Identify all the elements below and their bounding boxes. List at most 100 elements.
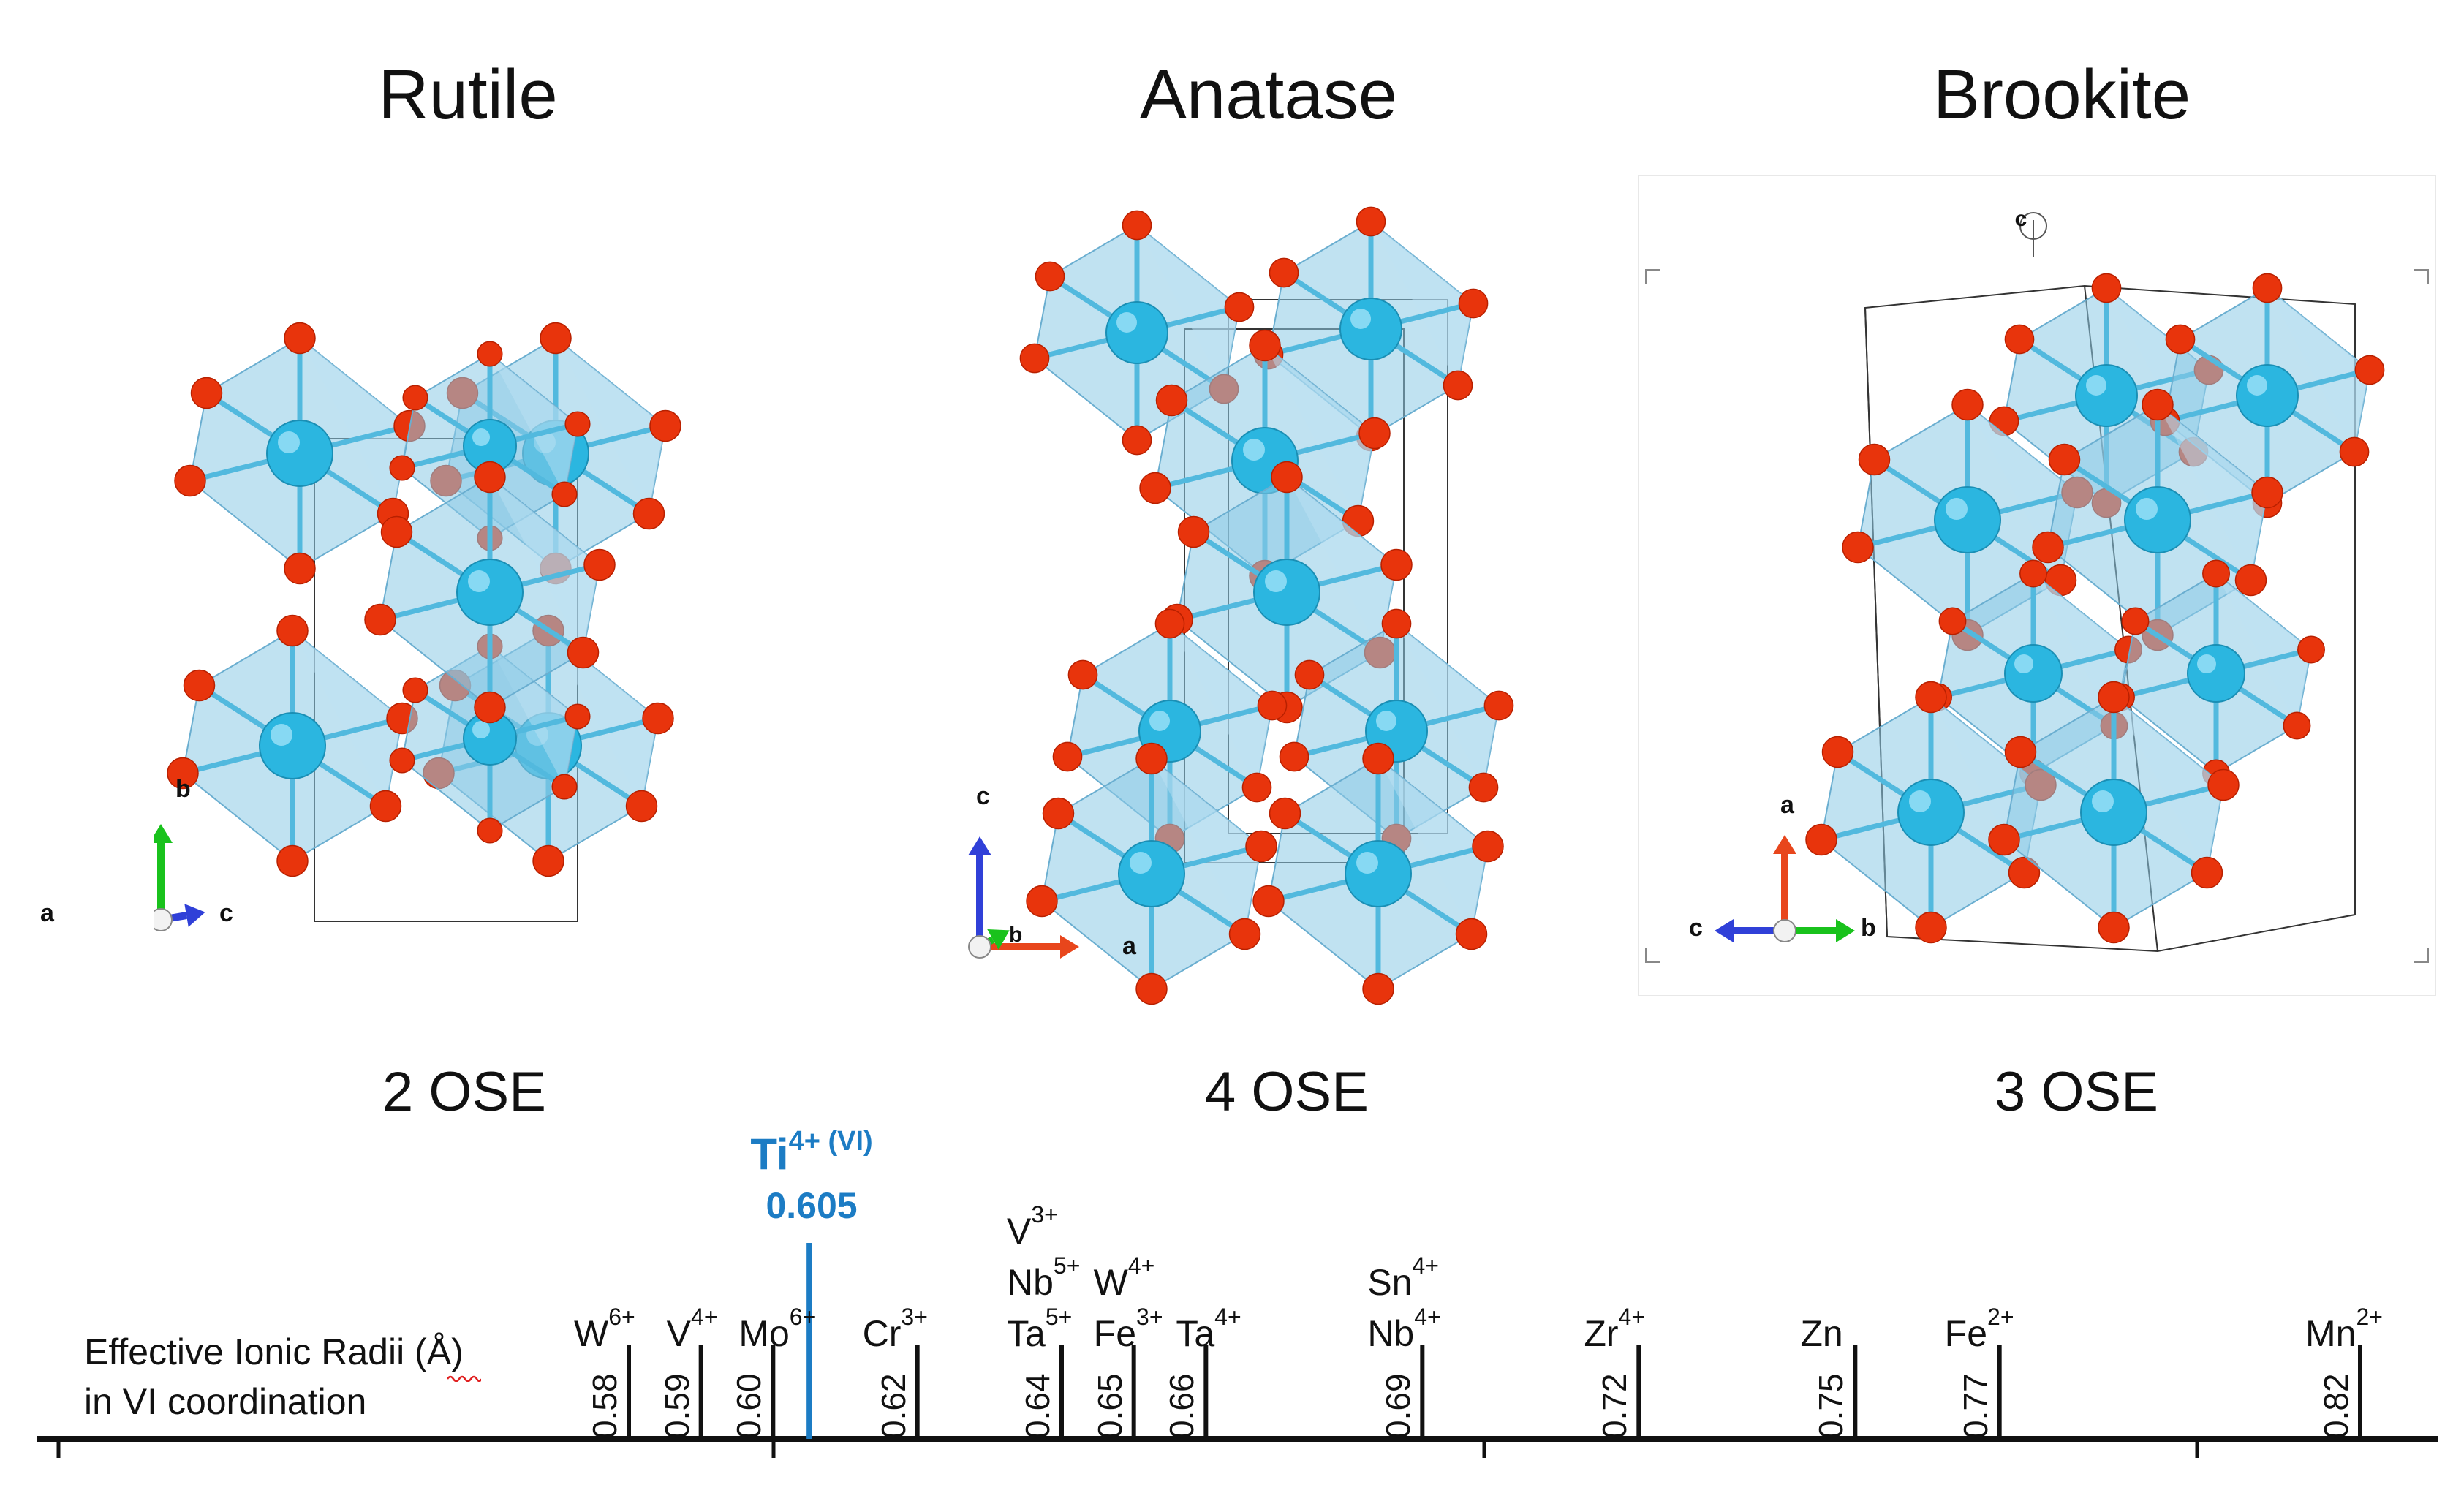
brookite-axis-b-label: b	[1861, 914, 1876, 942]
ion-element: Zr	[1584, 1313, 1619, 1354]
ion-element: Fe	[1944, 1313, 1988, 1354]
scale-caption: Effective Ionic Radii (Å) in VI coordina…	[84, 1327, 464, 1426]
radius-value-label: 0.64	[1018, 1373, 1057, 1439]
brookite-octahedron	[1988, 681, 2240, 944]
radius-value-label: 0.77	[1956, 1373, 1995, 1439]
anatase-axis-c-label: c	[976, 782, 990, 810]
rutile-axis-a-label: a	[40, 899, 54, 927]
ion-label: Mo6+	[738, 1305, 816, 1355]
ion-element: Ta	[1176, 1313, 1215, 1354]
anatase-axis-b-label: b	[1009, 923, 1023, 947]
rutile-axis-c-label: c	[219, 899, 233, 927]
rutile-ose-label: 2 OSE	[382, 1061, 546, 1123]
ion-label: W4+	[1093, 1254, 1155, 1304]
ion-label: Nb5+	[1007, 1254, 1080, 1304]
ion-label: Ta5+	[1007, 1305, 1072, 1355]
brookite-structure-image	[1638, 175, 2436, 996]
ion-charge: 4+	[1127, 1252, 1155, 1279]
ion-charge: 2+	[1987, 1304, 2014, 1331]
anatase-title: Anatase	[1139, 56, 1398, 134]
ion-element: Ta	[1007, 1313, 1046, 1354]
brookite-title: Brookite	[1932, 56, 2191, 134]
ion-element: Sn	[1367, 1262, 1413, 1303]
ion-charge: 3+	[1136, 1304, 1163, 1331]
anatase-structure-image	[968, 206, 1514, 1005]
brookite-octahedron	[2150, 273, 2385, 518]
brookite-axis-origin	[1773, 919, 1796, 942]
ion-label: Cr3+	[862, 1305, 928, 1355]
anatase-octahedron	[1252, 742, 1504, 1005]
ti-coordination: (VI)	[828, 1126, 873, 1157]
ion-label: Fe3+	[1093, 1305, 1163, 1355]
ion-charge: 4+	[1414, 1304, 1441, 1331]
ion-element: Mn	[2305, 1313, 2356, 1354]
brookite-axis-c-label: c	[1689, 914, 1703, 942]
ion-element: Zn	[1800, 1313, 1843, 1354]
ion-charge: 3+	[901, 1304, 928, 1331]
rutile-title: Rutile	[378, 56, 558, 134]
ion-element: Fe	[1093, 1313, 1137, 1354]
ion-element: V	[1007, 1211, 1032, 1252]
anatase-axis-origin	[968, 935, 991, 959]
scale-caption-line2: in VI coordination	[84, 1381, 367, 1422]
ion-element: V	[666, 1313, 692, 1354]
ion-charge: 5+	[1045, 1304, 1073, 1331]
ion-charge: 4+	[1618, 1304, 1646, 1331]
radius-value-label: 0.66	[1163, 1373, 1201, 1439]
rutile-structure-image	[154, 322, 681, 931]
ion-label: W6+	[574, 1305, 635, 1355]
brookite-c-marker-ring	[2019, 212, 2047, 240]
ti-reference-radius: 0.605	[766, 1185, 858, 1226]
anatase-axis-a-label: a	[1122, 932, 1136, 960]
radius-value-label: 0.69	[1379, 1373, 1418, 1439]
brookite-axis-a-label: a	[1780, 791, 1794, 819]
anatase-octahedron	[1019, 210, 1255, 456]
scale-caption-line1: Effective Ionic Radii (Å)	[84, 1331, 464, 1372]
ion-label: Sn4+	[1367, 1254, 1439, 1304]
ion-element: Nb	[1007, 1262, 1054, 1303]
spellcheck-squiggle	[447, 1375, 481, 1382]
ion-element: Nb	[1367, 1313, 1415, 1354]
ion-label: Fe2+	[1944, 1305, 2014, 1355]
anatase-ose-label: 4 OSE	[1205, 1061, 1369, 1123]
rutile-octahedron	[174, 322, 426, 585]
radius-value-label: 0.62	[874, 1373, 912, 1439]
ion-charge: 4+	[1412, 1252, 1439, 1279]
ion-label: Zn	[1800, 1312, 1842, 1355]
rutile-axis-b-label: b	[175, 775, 191, 803]
ion-charge: 4+	[1214, 1304, 1241, 1331]
ion-element: Mo	[738, 1313, 790, 1354]
brookite-c-marker: c	[2014, 207, 2027, 231]
anatase-octahedron	[1026, 742, 1277, 1005]
ti-reference-label: Ti4+ (VI)	[731, 1126, 892, 1180]
ion-element: Cr	[862, 1313, 902, 1354]
rutile-octahedron	[389, 341, 591, 551]
ion-label: Mn2+	[2305, 1305, 2383, 1355]
radius-value-label: 0.65	[1090, 1373, 1129, 1439]
ion-charge: 6+	[608, 1304, 635, 1331]
ion-charge: 2+	[2356, 1304, 2383, 1331]
radius-value-label: 0.60	[730, 1373, 768, 1439]
ion-element: W	[1093, 1262, 1128, 1303]
rutile-axis-origin	[154, 908, 173, 931]
rutile-octahedron	[364, 461, 616, 724]
ion-charge: 6+	[789, 1304, 817, 1331]
rutile-octahedron	[167, 614, 418, 877]
radius-value-label: 0.75	[1812, 1373, 1851, 1439]
radius-value-label: 0.58	[586, 1373, 624, 1439]
radius-value-label: 0.59	[657, 1373, 696, 1439]
ion-element: W	[574, 1313, 609, 1354]
ti-element: Ti	[750, 1130, 789, 1179]
ti-charge: 4+	[788, 1126, 820, 1157]
ion-charge: 3+	[1031, 1201, 1058, 1228]
ion-charge: 4+	[691, 1304, 718, 1331]
brookite-ose-label: 3 OSE	[1995, 1061, 2158, 1123]
ion-charge: 5+	[1053, 1252, 1081, 1279]
radius-value-label: 0.72	[1595, 1373, 1634, 1439]
ion-label: Zr4+	[1584, 1305, 1645, 1355]
ion-label: Nb4+	[1367, 1305, 1440, 1355]
ion-label: Ta4+	[1176, 1305, 1241, 1355]
radius-value-label: 0.82	[2317, 1373, 2355, 1439]
